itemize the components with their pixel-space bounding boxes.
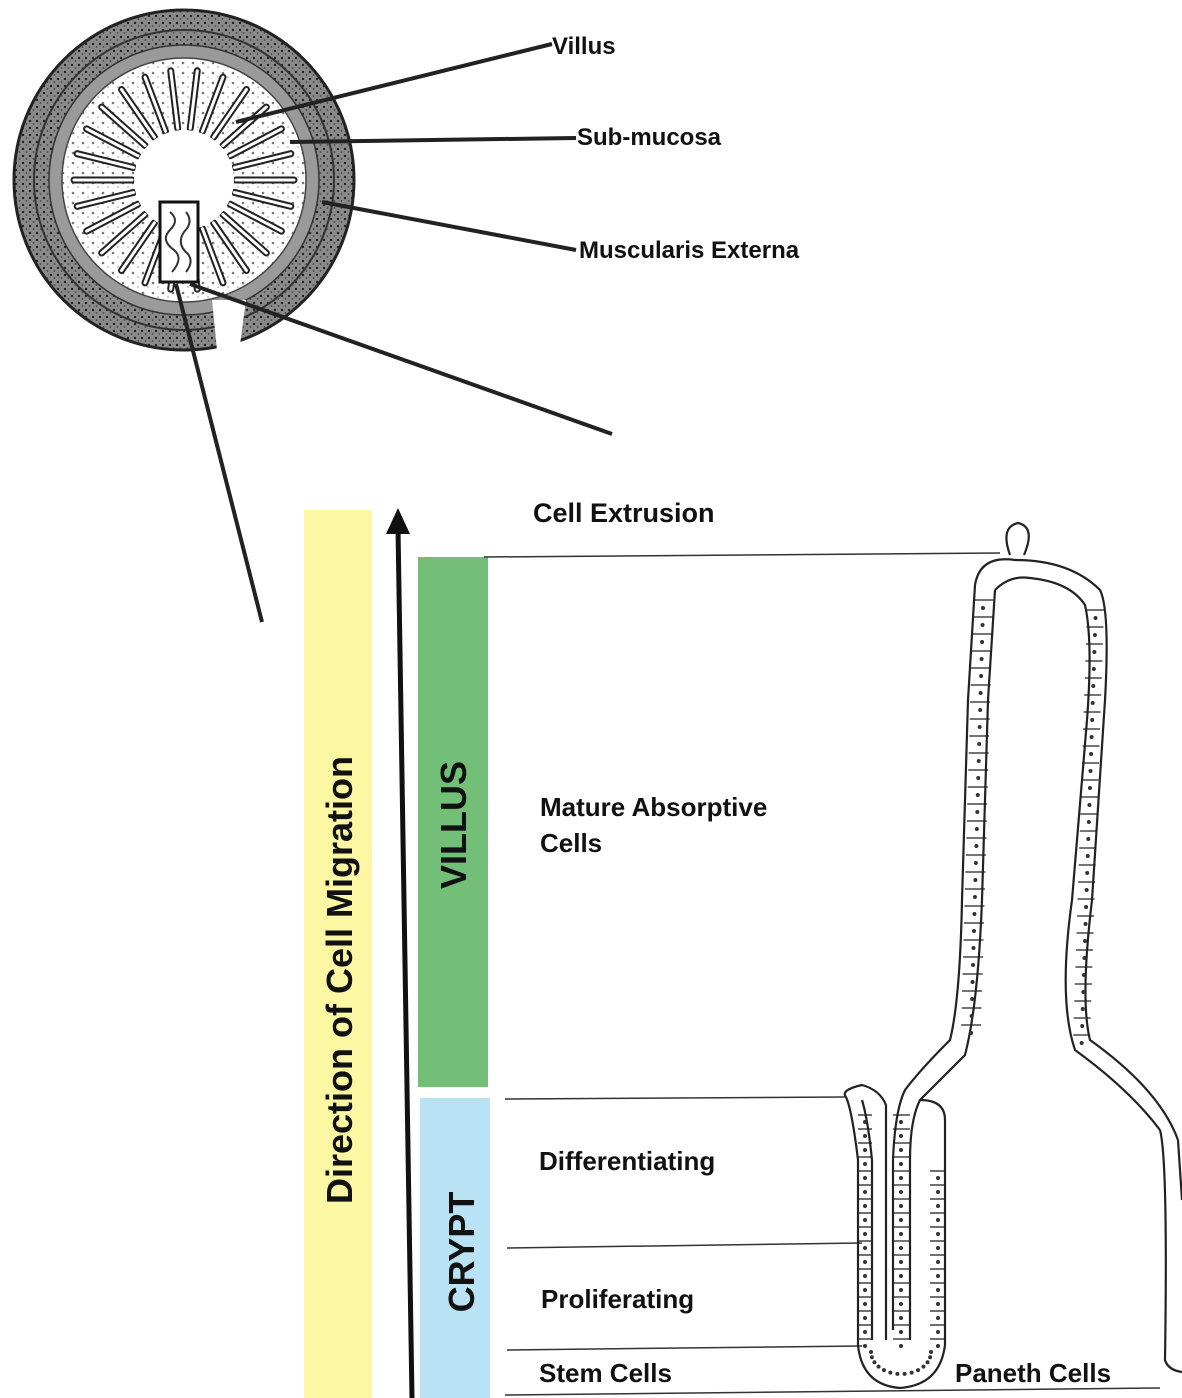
villus-label: Villus — [552, 33, 616, 60]
direction-label: Direction of Cell Migration — [319, 756, 360, 1204]
muscularis-label: Muscularis Externa — [579, 237, 800, 264]
migration-arrowhead — [386, 508, 410, 534]
stem-cells-label: Stem Cells — [539, 1358, 672, 1388]
zone-dividers — [484, 553, 1160, 1395]
crypt-villus-illustration — [845, 523, 1182, 1388]
cell-extrusion-label: Cell Extrusion — [533, 498, 715, 528]
extruding-cell — [1006, 523, 1028, 555]
proliferating-label: Proliferating — [541, 1284, 694, 1314]
submucosa-label: Sub-mucosa — [577, 124, 722, 151]
migration-arrow-shaft — [398, 528, 412, 1398]
differentiating-label: Differentiating — [539, 1146, 715, 1176]
villus-bar-label: VILLUS — [433, 761, 474, 889]
paneth-cells-label: Paneth Cells — [955, 1358, 1111, 1388]
mature-cells-label-line1: Mature Absorptive — [540, 792, 767, 822]
crypt-bar-label: CRYPT — [441, 1192, 482, 1313]
mature-cells-label-line2: Cells — [540, 828, 602, 858]
